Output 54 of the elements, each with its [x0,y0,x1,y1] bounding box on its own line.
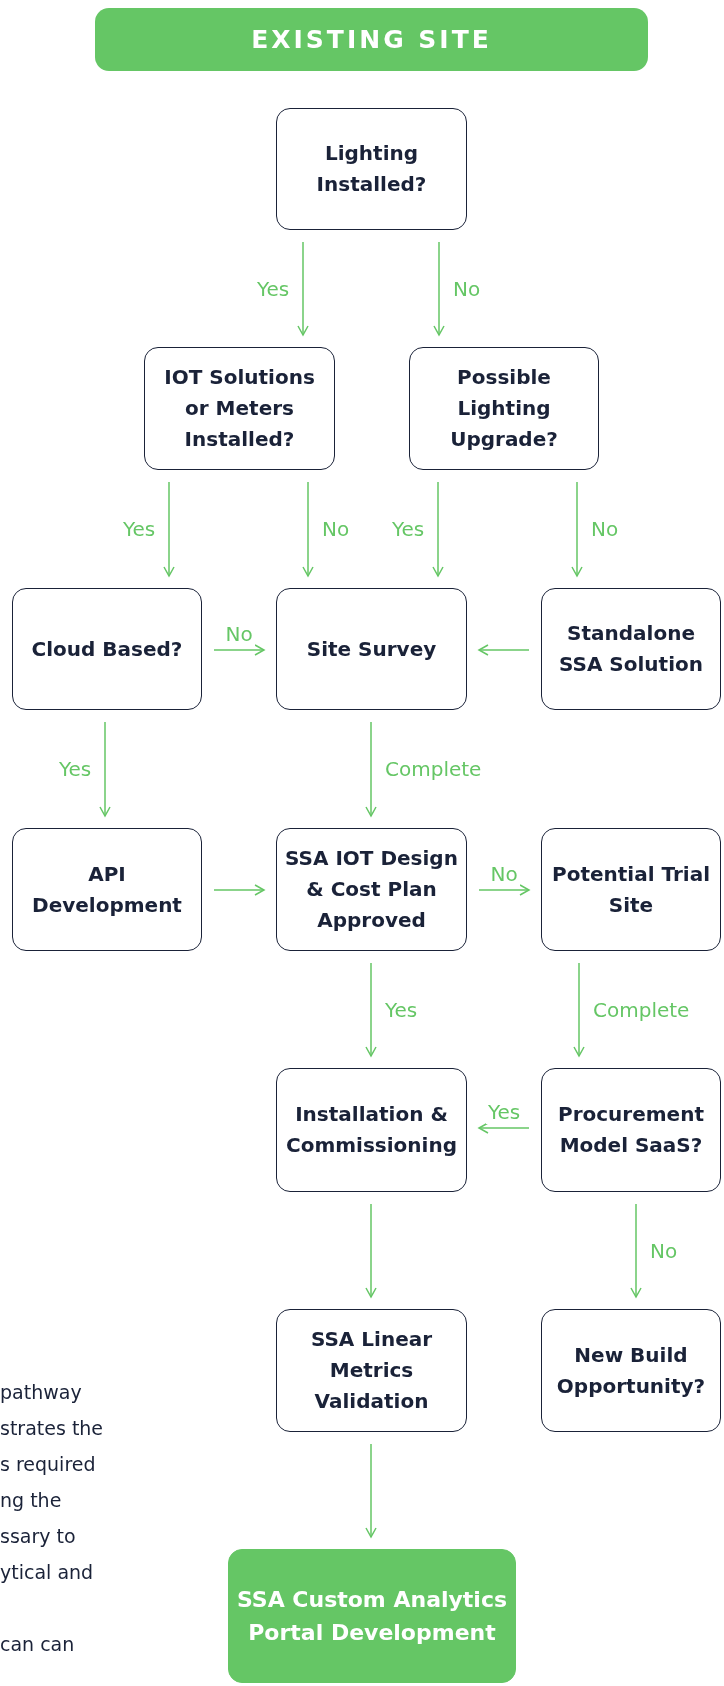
node-text: New Build Opportunity? [556,1342,706,1398]
arrow [213,884,265,896]
process-box [276,108,467,230]
node-text: Standalone SSA Solution [559,621,703,676]
process-box [276,1068,467,1192]
node-text: Lighting Installed? [316,141,427,196]
node-text: SSA Linear Metrics Validation [310,1327,433,1413]
process-box [276,828,467,951]
arrow [297,241,309,336]
arrow [365,721,377,817]
arrow [365,1203,377,1298]
process-box [144,347,335,470]
arrow [433,241,445,336]
node-text: SSA Custom Analytics Portal Development [236,1587,508,1645]
node-text: Installation & Commissioning [286,1102,457,1157]
process-box [541,588,721,710]
node-text: Potential Trial Site [552,861,710,917]
process-box [276,1309,467,1432]
paragraph-text: ytical and [0,1560,94,1585]
paragraph-text: s required [0,1452,96,1477]
arrow [478,644,530,656]
node-text: SSA IOT Design & Cost Plan Approved [285,846,458,932]
paragraph-text: ssary to [0,1524,76,1549]
node-text: Possible Lighting Upgrade? [450,365,558,451]
process-box [541,828,721,951]
arrow [365,1443,377,1538]
node-text: API Development [32,861,182,917]
process-box [276,588,467,710]
arrow [630,1203,642,1298]
node-text: Procurement Model SaaS? [558,1102,704,1157]
arrow [99,721,111,817]
title-text: EXISTING SITE [251,25,492,54]
arrow [478,884,530,896]
arrow [478,1122,530,1134]
process-box [541,1068,721,1192]
node-text: Site Survey [306,636,437,661]
arrow [365,962,377,1057]
process-box [541,1309,721,1432]
paragraph-text: strates the [0,1416,104,1441]
process-box [12,588,202,710]
paragraph-text: can can [0,1632,75,1657]
arrow [432,481,444,577]
paragraph-text: ng the [0,1488,62,1513]
arrow [302,481,314,577]
arrow [571,481,583,577]
paragraph-text: pathway [0,1380,82,1405]
node-text: Cloud Based? [31,636,183,661]
process-box [12,828,202,951]
arrow [213,644,265,656]
process-box [409,347,599,470]
arrow [573,962,585,1057]
arrow [163,481,175,577]
result-box [228,1549,516,1683]
node-text: IOT Solutions or Meters Installed? [164,365,315,451]
